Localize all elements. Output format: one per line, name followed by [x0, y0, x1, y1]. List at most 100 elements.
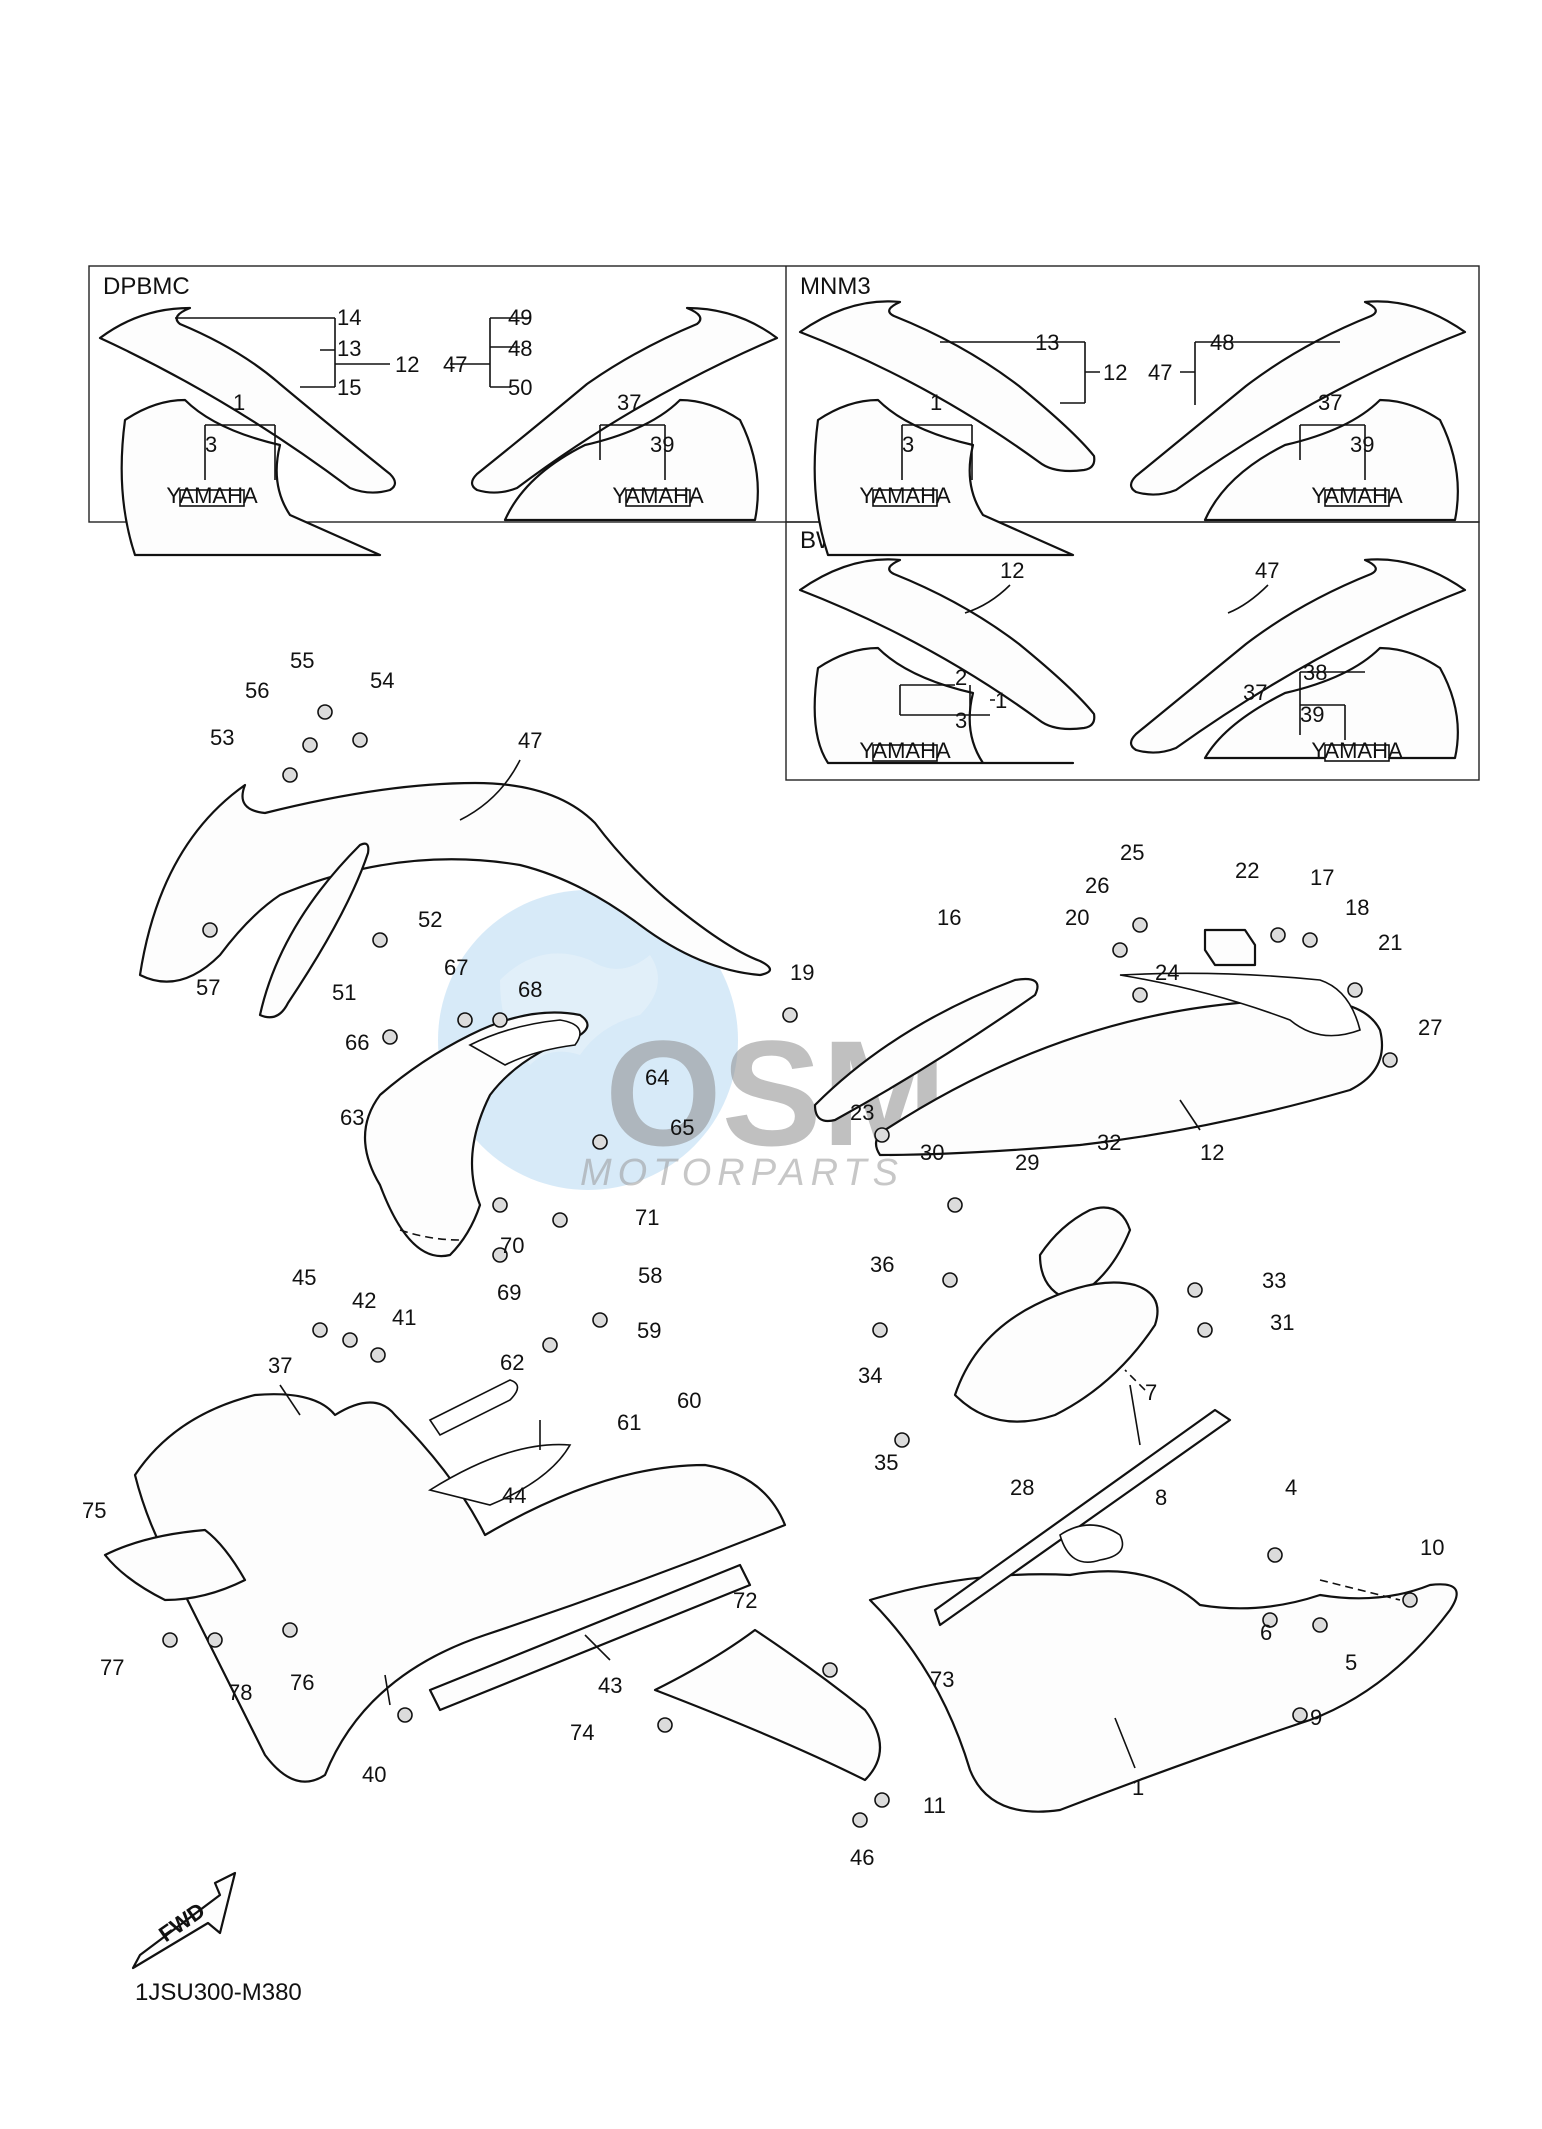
fastener-41: [370, 1347, 386, 1363]
callout-part-16: 16: [937, 905, 961, 930]
callout-part-56: 56: [245, 678, 269, 703]
callout-part-4: 4: [1285, 1475, 1297, 1500]
fastener-57: [202, 922, 218, 938]
duct-8: [1059, 1524, 1124, 1563]
duct-28: [953, 1281, 1159, 1423]
callout-part-35: 35: [874, 1450, 898, 1475]
dpbmc-decal-text-left: YAMAHA: [612, 483, 704, 508]
callout-part-66: 66: [345, 1030, 369, 1055]
callout-bwc1-39: 39: [1300, 702, 1324, 727]
inner-panel-16: [813, 977, 1039, 1123]
callout-part-46: 46: [850, 1845, 874, 1870]
callout-dpbmc-1: 1: [233, 390, 245, 415]
duct-44: [428, 1379, 519, 1437]
callout-part-6: 6: [1260, 1620, 1272, 1645]
callout-mnm3-48: 48: [1210, 330, 1234, 355]
mnm3-leader-1: [901, 424, 973, 480]
callout-part-44: 44: [502, 1483, 526, 1508]
dpbmc-upper-cowl-right: [98, 306, 397, 494]
bracket-22: [1203, 928, 1257, 967]
callout-part-28: 28: [1010, 1475, 1034, 1500]
callout-dpbmc-47: 47: [443, 352, 467, 377]
bwc1-leader-47: [1227, 584, 1269, 614]
callout-dpbmc-13: 13: [337, 336, 361, 361]
callout-mnm3-12: 12: [1103, 360, 1127, 385]
fastener-54: [352, 732, 368, 748]
fastener-40: [397, 1707, 413, 1723]
fastener-31: [1197, 1322, 1213, 1338]
callout-part-30: 30: [920, 1140, 944, 1165]
callout-part-77: 77: [100, 1655, 124, 1680]
fastener-53: [282, 767, 298, 783]
fastener-46: [852, 1812, 868, 1828]
callout-part-69: 69: [497, 1280, 521, 1305]
strip-7: [933, 1408, 1232, 1627]
callout-bwc1-2: 2: [955, 665, 967, 690]
callout-part-43: 43: [598, 1673, 622, 1698]
dpbmc-lower-cowl-left: [503, 398, 759, 522]
bwc1-decal-right: [872, 744, 938, 762]
callout-mnm3-3: 3: [902, 432, 914, 457]
upper-cowl-right-12: [874, 998, 1384, 1157]
fastener-30: [947, 1197, 963, 1213]
watermark-sub: MOTORPARTS: [580, 1152, 904, 1194]
callout-part-17: 17: [1310, 865, 1334, 890]
callout-part-25: 25: [1120, 840, 1144, 865]
mnm3-upper-cowl-right: [798, 300, 1096, 473]
callout-part-41: 41: [392, 1305, 416, 1330]
callout-dpbmc-48: 48: [508, 336, 532, 361]
callout-dpbmc-14: 14: [337, 305, 361, 330]
callout-part-63: 63: [340, 1105, 364, 1130]
callout-part-74: 74: [570, 1720, 594, 1745]
lower-cowl-right-1: [868, 1570, 1458, 1813]
fastener-52: [372, 932, 388, 948]
callout-part-5: 5: [1345, 1650, 1357, 1675]
mnm3-leader-47: [1180, 341, 1340, 405]
callout-part-21: 21: [1378, 930, 1402, 955]
center-panel-72: [653, 1628, 882, 1782]
mnm3-decal-right: [872, 489, 938, 507]
mnm3-decal-text-left: YAMAHA: [1311, 483, 1403, 508]
fastener-34: [872, 1322, 888, 1338]
fastener-45: [312, 1322, 328, 1338]
callout-part-9: 9: [1310, 1705, 1322, 1730]
bwc1-decal-text-right: YAMAHA: [859, 738, 951, 763]
dpbmc-lower-cowl-right: [120, 398, 382, 557]
callout-part-40: 40: [362, 1762, 386, 1787]
fastener-24: [1132, 987, 1148, 1003]
mnm3-lower-cowl-right: [813, 398, 1075, 557]
callout-part-51: 51: [332, 980, 356, 1005]
leader-40: [384, 1674, 391, 1706]
bwc1-leader-12: [964, 584, 1011, 614]
dpbmc-upper-cowl-left: [470, 306, 779, 494]
callout-part-72: 72: [733, 1588, 757, 1613]
fastener-21: [1347, 982, 1363, 998]
dpbmc-leader-1: [204, 424, 276, 480]
fastener-62: [542, 1337, 558, 1353]
callout-part-18: 18: [1345, 895, 1369, 920]
frame-bwc1: [785, 521, 1480, 781]
callout-mnm3-47: 47: [1148, 360, 1172, 385]
fastener-66: [382, 1029, 398, 1045]
callout-part-31: 31: [1270, 1310, 1294, 1335]
callout-part-29: 29: [1015, 1150, 1039, 1175]
callout-part-42: 42: [352, 1288, 376, 1313]
fasteners: [162, 704, 1418, 1828]
callout-bwc1-1: 1: [995, 688, 1007, 713]
watermark: OSM MOTORPARTS: [438, 890, 947, 1194]
leader-12: [1179, 1099, 1201, 1131]
dash-line-right: [1319, 1579, 1401, 1601]
callout-mnm3-1: 1: [930, 390, 942, 415]
inner-panel-51: [258, 842, 370, 1019]
callout-bwc1-47: 47: [1255, 558, 1279, 583]
panel-bwc1: YAMAHA YAMAHA 12 47 2 1 3 38 37 39: [798, 558, 1467, 765]
dash-line-duct: [399, 1229, 461, 1241]
callout-leaders: [279, 759, 1401, 1769]
callout-part-58: 58: [638, 1263, 662, 1288]
mnm3-leader-12: [940, 341, 1100, 404]
callout-dpbmc-12: 12: [395, 352, 419, 377]
dpbmc-decal-right: [179, 489, 245, 507]
variant-title-mnm3: MNM3: [800, 273, 871, 300]
callout-mnm3-13: 13: [1035, 330, 1059, 355]
diagram-code: 1JSU300-M380: [135, 1979, 302, 2006]
